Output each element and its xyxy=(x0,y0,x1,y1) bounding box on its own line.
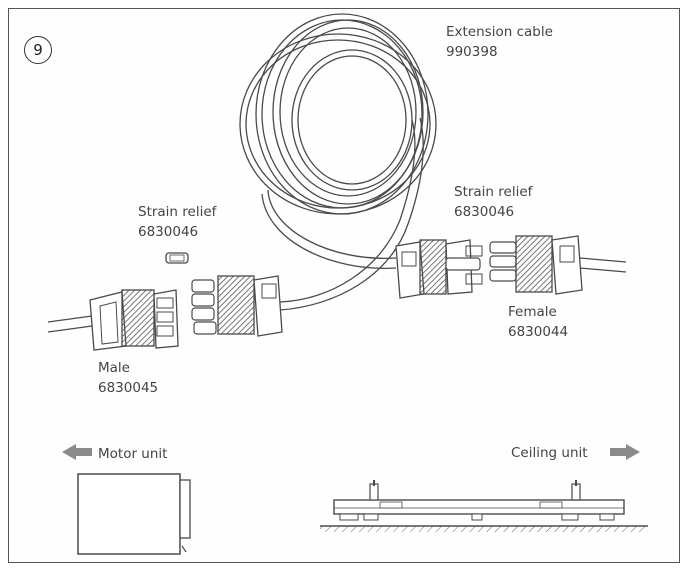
cable-to-left-connector xyxy=(279,119,416,303)
motor-unit-drawing xyxy=(77,473,191,555)
arrow-left-icon xyxy=(62,444,92,460)
strain-relief-right-code: 6830046 xyxy=(454,204,515,220)
label-motor-unit: Motor unit xyxy=(98,446,168,462)
step-number: 9 xyxy=(24,36,52,64)
extension-cable-coil xyxy=(239,13,437,215)
male-connector xyxy=(47,289,179,351)
extension-cable-code: 990398 xyxy=(446,44,498,60)
female-code: 6830044 xyxy=(508,324,569,340)
strain-relief-left-code: 6830046 xyxy=(138,224,199,240)
label-ceiling-unit: Ceiling unit xyxy=(511,445,588,461)
label-male: Male 6830045 xyxy=(98,358,158,398)
male-connector-right xyxy=(395,239,483,299)
extension-cable-name: Extension cable xyxy=(446,24,553,40)
male-name: Male xyxy=(98,360,130,376)
strain-relief-right-name: Strain relief xyxy=(454,184,533,200)
female-connector xyxy=(489,235,627,295)
female-name: Female xyxy=(508,304,557,320)
male-code: 6830045 xyxy=(98,380,159,396)
label-extension-cable: Extension cable 990398 xyxy=(446,22,553,62)
label-strain-relief-right: Strain relief 6830046 xyxy=(454,182,532,222)
female-connector-left xyxy=(191,275,283,337)
strain-relief-clip-left xyxy=(165,252,189,264)
strain-relief-left-name: Strain relief xyxy=(138,204,217,220)
cable-to-right-connector xyxy=(267,189,397,259)
ceiling-unit-drawing xyxy=(320,480,648,532)
label-strain-relief-left: Strain relief 6830046 xyxy=(138,202,216,242)
arrow-right-icon xyxy=(610,444,640,460)
label-female: Female 6830044 xyxy=(508,302,568,342)
